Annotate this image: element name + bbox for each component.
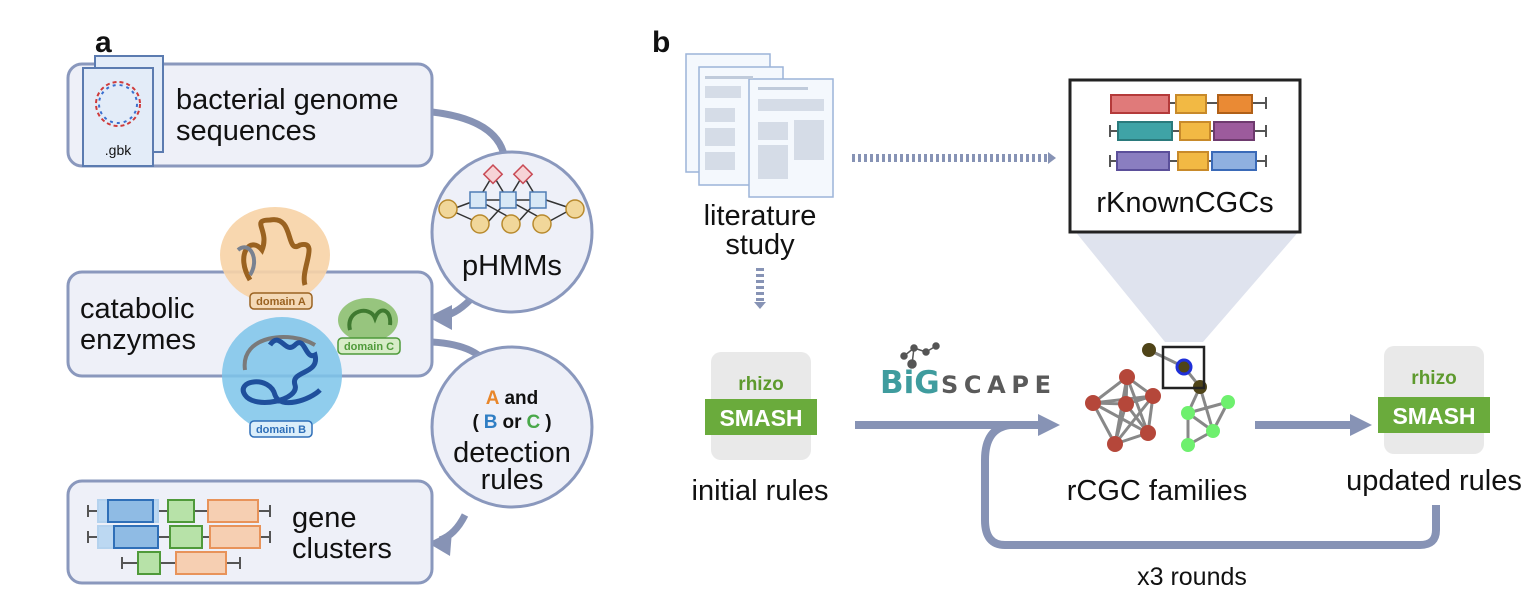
arrowhead-families xyxy=(1038,414,1060,436)
domain-b-label: domain B xyxy=(256,424,306,436)
dashed-arrowhead-initial xyxy=(754,302,766,309)
rules-label-line2: rules xyxy=(481,464,544,496)
rules-label-line1: detection xyxy=(453,437,571,469)
literature-line1: literature xyxy=(704,200,817,232)
zoom-selection-box xyxy=(1161,345,1206,390)
domain-a-structure: domain A xyxy=(220,207,330,310)
arrowhead-clusters xyxy=(428,531,452,556)
bigscape-part1: BiG xyxy=(880,365,940,401)
updated-rules-caption: updated rules xyxy=(1346,465,1522,497)
rule-a: A xyxy=(486,388,500,409)
updated-logo-top: rhizo xyxy=(1411,368,1456,389)
file-extension: .gbk xyxy=(105,142,132,158)
rule-b: B xyxy=(484,412,498,433)
bigscape-logo: BiG SCAPE xyxy=(880,342,1051,401)
rhizosmash-logo-updated: rhizo SMASH xyxy=(1378,346,1490,454)
updated-logo-bottom: SMASH xyxy=(1392,403,1475,429)
zoom-cone xyxy=(1074,230,1300,342)
bigscape-part2: SCAPE xyxy=(941,371,1051,399)
phmm-circle: pHMMs xyxy=(430,150,594,314)
rcgc-network-icon xyxy=(1085,343,1235,452)
enzyme-title-line1: catabolic xyxy=(80,293,194,325)
known-cgcs-label: rKnownCGCs xyxy=(1096,187,1273,219)
rcgc-families-caption: rCGC families xyxy=(1067,475,1247,507)
initial-logo-bottom: SMASH xyxy=(719,405,802,431)
cluster-title-line1: gene xyxy=(292,502,357,534)
rule-c: C xyxy=(527,412,541,433)
loop-arrow xyxy=(981,421,1440,549)
phmm-label: pHMMs xyxy=(462,250,562,282)
known-gene-cluster-icon xyxy=(1109,94,1267,171)
rhizosmash-logo-initial: rhizo SMASH xyxy=(705,352,817,460)
rule-close: ) xyxy=(545,412,551,433)
known-cgcs-box: rKnownCGCs xyxy=(1068,78,1302,234)
cluster-title-line2: clusters xyxy=(292,533,392,565)
panel-label-b: b xyxy=(652,26,670,59)
initial-logo-top: rhizo xyxy=(738,374,783,395)
documents-icon xyxy=(685,53,834,198)
domain-c-structure: domain C xyxy=(337,298,401,355)
genome-title-line1: bacterial genome xyxy=(176,84,398,116)
cluster-box: gene clusters xyxy=(66,479,434,585)
panel-label-a: a xyxy=(95,26,112,59)
rule-and: and xyxy=(504,388,538,409)
arrowhead-updated xyxy=(1350,414,1372,436)
domain-a-label: domain A xyxy=(256,296,306,308)
gene-cluster-icon xyxy=(87,499,271,575)
hmm-graph-icon xyxy=(438,164,585,234)
rule-or: or xyxy=(503,412,523,433)
dashed-arrowhead-known xyxy=(1048,152,1056,164)
dna-file-icon: .gbk xyxy=(82,55,164,167)
domain-b-structure: domain B xyxy=(222,317,342,438)
genome-box: .gbk bacterial genome sequences xyxy=(66,55,434,168)
genome-title-line2: sequences xyxy=(176,115,316,147)
enzyme-title-line2: enzymes xyxy=(80,324,196,356)
domain-c-label: domain C xyxy=(344,341,394,353)
rule-open: ( xyxy=(472,412,479,433)
loop-label: x3 rounds xyxy=(1137,563,1247,591)
literature-line2: study xyxy=(725,229,795,261)
arrowhead-enzymes xyxy=(428,305,452,330)
initial-rules-caption: initial rules xyxy=(692,475,829,507)
enzyme-box: catabolic enzymes domain A domain B doma… xyxy=(66,207,434,438)
